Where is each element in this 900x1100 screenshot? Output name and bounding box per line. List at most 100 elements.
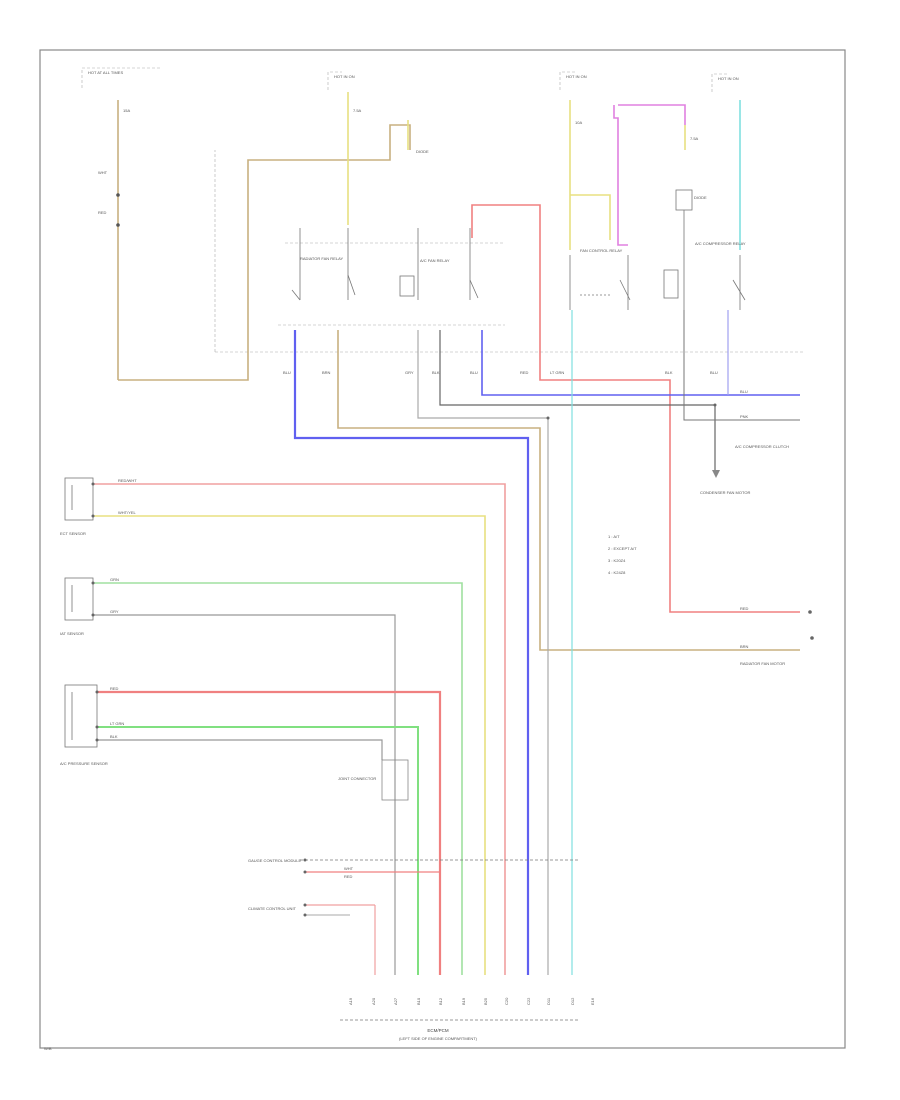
ecm-pin-d11: D11: [546, 997, 551, 1005]
red-feed: [471, 204, 800, 613]
legend-item-2: 2 : EXCEPT A/T: [608, 546, 637, 551]
wire-label-wht-yel: WHT/YEL: [118, 510, 137, 515]
relay-ac-fan-label: A/C FAN RELAY: [420, 258, 450, 263]
wire-brn: [337, 330, 800, 651]
ect-sensor: ECT SENSOR: [60, 477, 94, 536]
wire-iat-gry: [93, 614, 396, 975]
wire-blk-1: [439, 330, 716, 470]
fuse-2-header: HOT IN ON: [334, 74, 355, 79]
wire-label-blk-1: BLK: [432, 370, 440, 375]
wire-label-red-wht: RED/WHT: [118, 478, 137, 483]
iat-sensor-label: IAT SENSOR: [60, 631, 84, 636]
relay-block-ac-compressor: [663, 189, 746, 310]
wire-apr-grn: [97, 726, 419, 975]
radiator-fan-motor-label: RADIATOR FAN MOTOR: [740, 661, 785, 666]
condenser-fan-motor-label: CONDENSER FAN MOTOR: [700, 490, 750, 495]
fuse-2-feed: [347, 92, 409, 225]
hot-at-all-times-feed: [116, 100, 411, 381]
ecm-pin-e16: E16: [590, 997, 595, 1005]
radiator-fan-motor: RADIATOR FAN MOTOR: [740, 661, 785, 666]
wire-label-blk-2: BLK: [665, 370, 673, 375]
legend-item-1: 1 : A/T: [608, 534, 620, 539]
climate-control-unit: CLIMATE CONTROL UNIT: [248, 904, 376, 975]
wire-label-blu-3: BLU: [710, 370, 718, 375]
ecm-pin-d12: D12: [570, 997, 575, 1005]
iat-sensor: IAT SENSOR: [60, 577, 94, 636]
ac-compressor-clutch: A/C COMPRESSOR CLUTCH: [735, 444, 789, 449]
ecm-pin-a27: A27: [393, 997, 398, 1005]
wire-label-red-3: RED: [110, 686, 119, 691]
wire-label-gry-1: GRY: [405, 370, 414, 375]
ac-pressure-sensor-label: A/C PRESSURE SENSOR: [60, 761, 108, 766]
wire-label-blk-3: BLK: [110, 734, 118, 739]
wire-iat-grn: [93, 582, 463, 975]
wire-apr-red: [97, 690, 442, 975]
relay-radiator-label: RADIATOR FAN RELAY: [300, 256, 343, 261]
joint-connector: JOINT CONNECTOR: [338, 759, 409, 801]
wire-apr-gry: [97, 739, 383, 760]
ecm-pin-c20: C20: [504, 997, 509, 1005]
wire-label-wht-gcm: WHT: [344, 866, 354, 871]
wire-label-gry-2: GRY: [110, 609, 119, 614]
fuse-3-feed: [569, 100, 741, 250]
ecm-sub-label: (LEFT SIDE OF ENGINE COMPARTMENT): [399, 1036, 478, 1041]
wire-label-brn: BRN: [322, 370, 331, 375]
relay-block-radiator: [291, 228, 356, 301]
wire-label-lt-grn: LT GRN: [550, 370, 564, 375]
ecm-pin-b12: B12: [438, 997, 443, 1005]
fuse-1-header: HOT AT ALL TIMES: [88, 70, 123, 75]
wire-label-red-4: RED: [740, 606, 749, 611]
fuse-1-rating: 15A: [123, 108, 130, 113]
wire-label-wht-1: WHT: [98, 170, 108, 175]
diagram-border: [39, 49, 846, 1049]
ecm-pin-b25: B25: [483, 997, 488, 1005]
ac-pressure-sensor: A/C PRESSURE SENSOR: [60, 684, 108, 766]
page-code: W/B: [44, 1046, 52, 1051]
wire-label-red-gcm: RED: [344, 874, 353, 879]
ect-sensor-label: ECT SENSOR: [60, 531, 86, 536]
wire-label-pnk: PNK: [740, 414, 749, 419]
connector-dots: [91, 403, 814, 917]
ecm-pin-a20: A20: [371, 997, 376, 1005]
fuse-3-rating: 10A: [575, 120, 582, 125]
fuse-3-header: HOT IN ON: [566, 74, 587, 79]
wire-label-red-2: RED: [520, 370, 529, 375]
ac-compressor-clutch-label: A/C COMPRESSOR CLUTCH: [735, 444, 789, 449]
fuse-box-outlines: [81, 67, 805, 353]
wire-blu-2: [481, 330, 800, 396]
relay-block-fan-control: [569, 255, 631, 310]
ecm-label: ECM/PCM: [427, 1028, 449, 1033]
joint-connector-label: JOINT CONNECTOR: [338, 776, 376, 781]
wire-label-blu-4: BLU: [740, 389, 748, 394]
legend: 1 : A/T 2 : EXCEPT A/T 3 : K20Z4 4 : K24…: [608, 534, 637, 575]
wire-label-blu-2: BLU: [470, 370, 478, 375]
ecm-pin-labels: A19 A20 A27 B10 B12 B19 B25 C20 C22 D11 …: [348, 997, 595, 1005]
wire-label-grn-1: GRN: [110, 577, 119, 582]
wire-label-red-1: RED: [98, 210, 107, 215]
wire-label-lt-grn-2: LT GRN: [110, 721, 124, 726]
diode-label-1: DIODE: [416, 149, 429, 154]
fuse-4-rating: 7.5A: [690, 136, 699, 141]
gauge-control-module: GAUGE CONTROL MODULE: [248, 858, 580, 873]
diode-label-2: DIODE: [694, 195, 707, 200]
climate-control-unit-label: CLIMATE CONTROL UNIT: [248, 906, 297, 911]
ecm-pin-a19: A19: [348, 997, 353, 1005]
relay-block-ac-fan: [399, 228, 479, 300]
wire-ect-yel: [93, 515, 486, 975]
fuse-4-header: HOT IN ON: [718, 76, 739, 81]
wire-gry: [417, 330, 549, 975]
legend-item-4: 4 : K24Z8: [608, 570, 626, 575]
gauge-control-module-label: GAUGE CONTROL MODULE: [248, 858, 302, 863]
wire-label-brn-2: BRN: [740, 644, 749, 649]
ecm-pin-b10: B10: [416, 997, 421, 1005]
fuse-2-rating: 7.5A: [353, 108, 362, 113]
relay-fan-control-label: FAN CONTROL RELAY: [580, 248, 623, 253]
wire-blu-1: [293, 330, 530, 975]
condenser-fan-motor: CONDENSER FAN MOTOR: [700, 470, 750, 495]
ecm-pin-b19: B19: [461, 997, 466, 1005]
wire-blk-2: [683, 310, 800, 421]
wire-label-blu-1: BLU: [283, 370, 291, 375]
ecm-pin-c22: C22: [526, 997, 531, 1005]
legend-item-3: 3 : K20Z4: [608, 558, 626, 563]
